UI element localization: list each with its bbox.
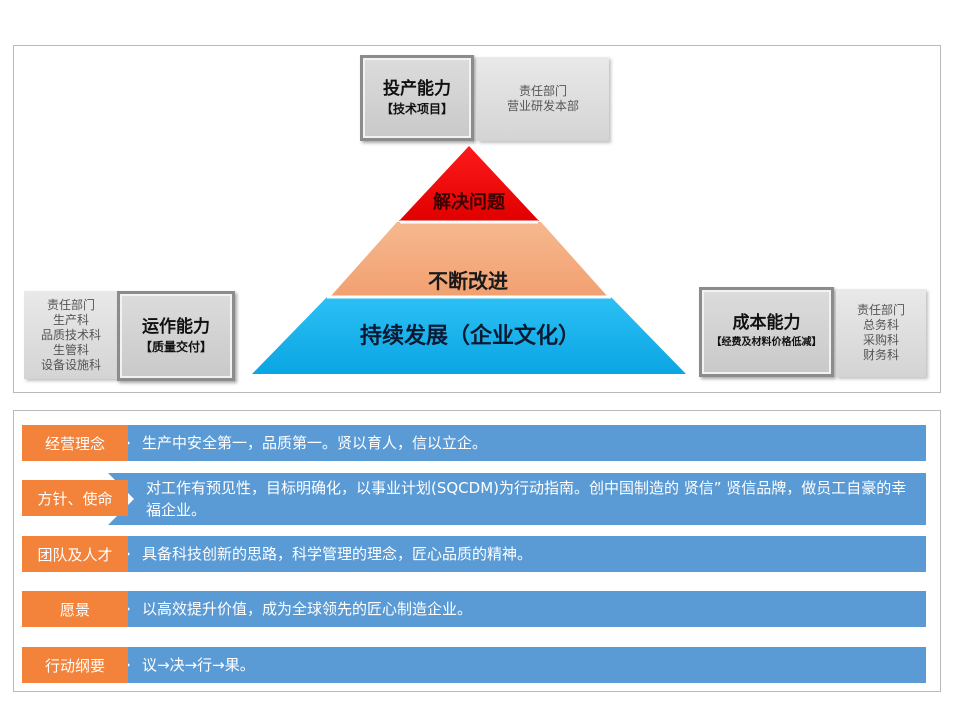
dept-top-line: 责任部门: [518, 84, 567, 98]
dept-top-box: 责任部门 营业研发本部: [477, 57, 609, 141]
row-text: 具备科技创新的思路，科学管理的理念，匠心品质的精神。: [142, 545, 533, 563]
capability-right-title: 成本能力: [732, 313, 801, 333]
dept-left-box: 责任部门 生产科 品质技术科 生管科 设备设施科: [24, 291, 118, 379]
row-label: 团队及人才: [22, 536, 128, 572]
row-text: 生产中安全第一，品质第一。贤以育人，信以立企。: [142, 434, 488, 452]
pyramid-bottom-label: 持续发展（企业文化）: [359, 324, 580, 349]
pyramid-tier-top: [399, 146, 539, 221]
row-label: 行动纲要: [22, 647, 128, 683]
row-label: 方针、使命: [22, 480, 128, 516]
dept-right-line: 责任部门: [856, 303, 905, 317]
dept-left-line: 品质技术科: [40, 327, 101, 342]
row-bar: 生产中安全第一，品质第一。贤以育人，信以立企。: [108, 425, 926, 461]
capability-top-box: 投产能力 【技术项目】: [360, 55, 474, 141]
row-bar: 议→决→行→果。: [108, 647, 926, 683]
dept-left-line: 生产科: [52, 312, 89, 327]
capability-left-box: 运作能力 【质量交付】: [117, 291, 235, 381]
capability-right-box: 成本能力 【经费及材料价格低减】: [699, 287, 834, 377]
row-label: 愿景: [22, 591, 128, 627]
dept-left-line: 设备设施科: [40, 357, 101, 372]
row-text: 对工作有预见性，目标明确化，以事业计划(SQCDM)为行动指南。创中国制造的 贤…: [146, 479, 907, 519]
capability-left-title: 运作能力: [142, 317, 210, 337]
row-bar: 对工作有预见性，目标明确化，以事业计划(SQCDM)为行动指南。创中国制造的 贤…: [108, 473, 926, 525]
pyramid-middle-label: 不断改进: [428, 269, 508, 293]
pyramid: [252, 146, 686, 374]
row-text: 以高效提升价值，成为全球领先的匠心制造企业。: [142, 600, 473, 618]
row-bar: 以高效提升价值，成为全球领先的匠心制造企业。: [108, 591, 926, 627]
capability-left-sub: 【质量交付】: [139, 340, 212, 354]
pyramid-top-label: 解决问题: [433, 192, 505, 213]
dept-right-box: 责任部门 总务科 采购科 财务科: [836, 289, 926, 377]
dept-top-line: 营业研发本部: [506, 99, 579, 113]
row-bar: 具备科技创新的思路，科学管理的理念，匠心品质的精神。: [108, 536, 926, 572]
dept-left-line: 生管科: [52, 342, 89, 357]
dept-right-line: 财务科: [862, 348, 899, 362]
dept-right-line: 总务科: [862, 318, 899, 332]
dept-right-line: 采购科: [862, 333, 899, 347]
dept-left-line: 责任部门: [46, 297, 95, 312]
pyramid-tier-middle: [330, 222, 608, 297]
pyramid-tier-bottom: [252, 297, 686, 374]
row-label: 经营理念: [22, 425, 128, 461]
row-text: 议→决→行→果。: [142, 656, 255, 674]
capability-top-sub: 【技术项目】: [380, 102, 453, 116]
capability-right-sub: 【经费及材料价格低减】: [711, 337, 822, 348]
capability-top-title: 投产能力: [383, 79, 451, 99]
